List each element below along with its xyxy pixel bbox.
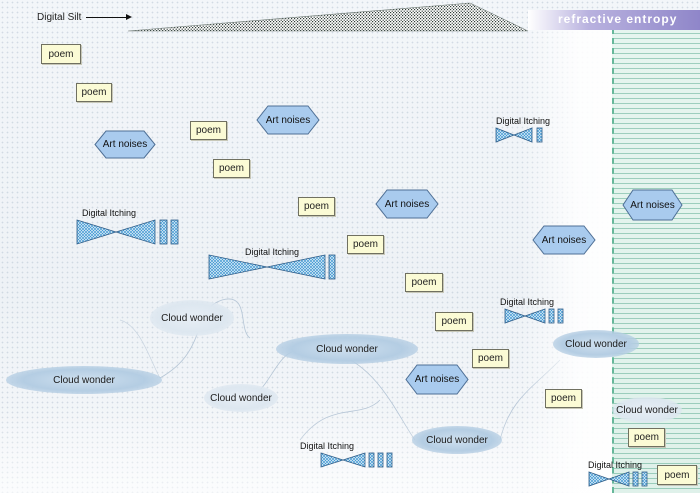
art-noises-node[interactable]: Art noises [375,189,439,219]
art-noises-node[interactable]: Art noises [94,130,156,159]
digital-itching-node[interactable]: Digital Itching [588,460,649,487]
bowtie-shape [504,308,564,324]
cloud-wonder-node[interactable]: Cloud wonder [150,300,234,336]
bowtie-shape [588,471,648,487]
art-noises-node[interactable]: Art noises [256,105,320,135]
poem-node[interactable]: poem [657,465,697,485]
cloud-wonder-node[interactable]: Cloud wonder [276,334,418,364]
hexagon-shape [622,189,683,221]
poem-node[interactable]: poem [213,159,250,178]
poem-node[interactable]: poem [628,428,665,447]
hexagon-shape [405,364,469,395]
hexagon-shape [94,130,156,159]
cloud-wonder-node[interactable]: Cloud wonder [6,366,162,394]
poem-node[interactable]: poem [545,389,582,408]
hexagon-shape [256,105,320,135]
art-noises-label: Art noises [414,374,460,385]
art-noises-node[interactable]: Art noises [622,189,683,221]
banner-text: refractive entropy [558,12,678,26]
poem-node[interactable]: poem [190,121,227,140]
digital-silt-label: Digital Silt [37,12,82,23]
art-noises-label: Art noises [541,234,587,246]
cloud-wonder-node[interactable]: Cloud wonder [204,384,278,412]
cloud-wonder-node[interactable]: Cloud wonder [553,330,639,358]
bottom-fade [0,410,615,493]
poem-node[interactable]: poem [435,312,473,331]
art-noises-node[interactable]: Art noises [532,225,596,255]
cloud-wonder-node[interactable]: Cloud wonder [612,397,682,423]
hexagon-shape [375,189,439,219]
digital-itching-label: Digital Itching [81,208,137,218]
art-noises-node[interactable]: Art noises [405,364,469,395]
hexagon-shape [532,225,596,255]
art-noises-label: Art noises [630,199,675,211]
refractive-entropy-banner: refractive entropy [528,10,700,30]
poem-node[interactable]: poem [405,273,443,292]
refractive-entropy-column [612,28,700,493]
digital-itching-node[interactable]: Digital Itching [300,441,393,468]
art-noises-label: Art noises [102,139,148,150]
bowtie-shape [320,452,393,468]
poem-node[interactable]: poem [76,83,112,102]
digital-itching-label: Digital Itching [496,116,551,126]
arrow-right-icon [86,14,132,20]
digital-itching-label: Digital Itching [244,247,300,257]
art-noises-label: Art noises [384,198,430,210]
poem-node[interactable]: poem [298,197,335,216]
digital-itching-node[interactable]: Digital Itching [500,297,565,324]
bowtie-shape [208,254,336,280]
cloud-wonder-node[interactable]: Cloud wonder [412,426,502,454]
digital-itching-label: Digital Itching [499,297,555,307]
digital-itching-node[interactable]: Digital Itching [495,116,550,143]
digital-itching-node[interactable]: Digital Itching [208,247,336,280]
digital-silt-wedge [127,2,529,32]
bowtie-shape [76,219,179,245]
digital-itching-node[interactable]: Digital Itching [76,208,181,245]
poem-node[interactable]: poem [472,349,509,368]
bowtie-shape [495,127,543,143]
poem-node[interactable]: poem [41,44,81,64]
digital-itching-label: Digital Itching [587,460,643,470]
art-noises-label: Art noises [265,114,311,126]
digital-itching-label: Digital Itching [299,441,355,451]
poem-node[interactable]: poem [347,235,384,254]
